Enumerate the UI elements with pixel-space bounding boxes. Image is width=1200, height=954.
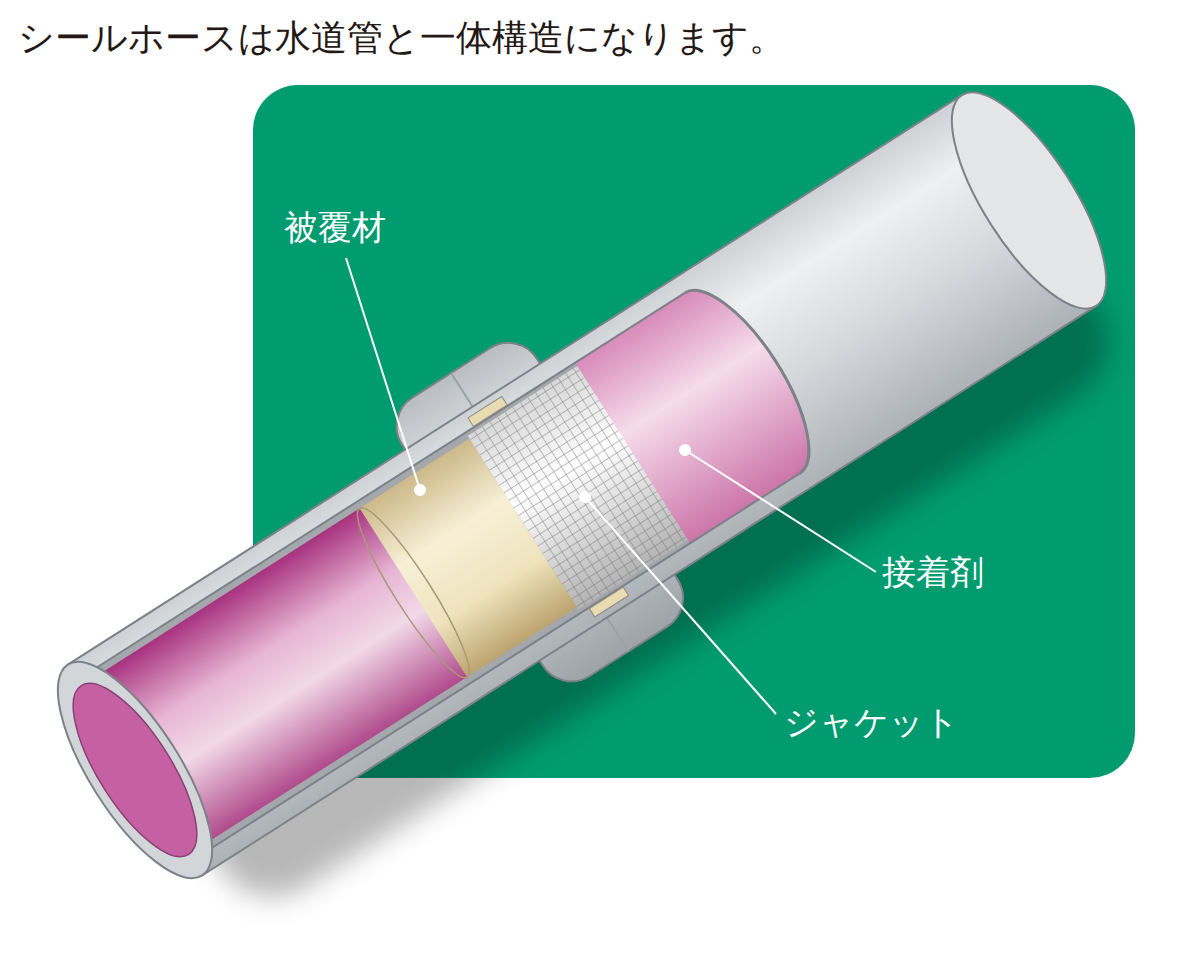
label-holder: 接着剤 bbox=[882, 550, 984, 596]
pipe-cutaway bbox=[8, 37, 1169, 954]
leader-lines bbox=[346, 258, 876, 714]
part-label: ジャケット bbox=[784, 700, 959, 746]
part-label: 被覆材 bbox=[284, 205, 386, 251]
title-holder: シールホースは水道管と一体構造になります。 bbox=[18, 14, 785, 63]
label-holder: 被覆材 bbox=[284, 205, 386, 251]
label-holder: ジャケット bbox=[784, 700, 959, 746]
part-label: 接着剤 bbox=[882, 550, 984, 596]
title: シールホースは水道管と一体構造になります。 bbox=[18, 14, 785, 63]
